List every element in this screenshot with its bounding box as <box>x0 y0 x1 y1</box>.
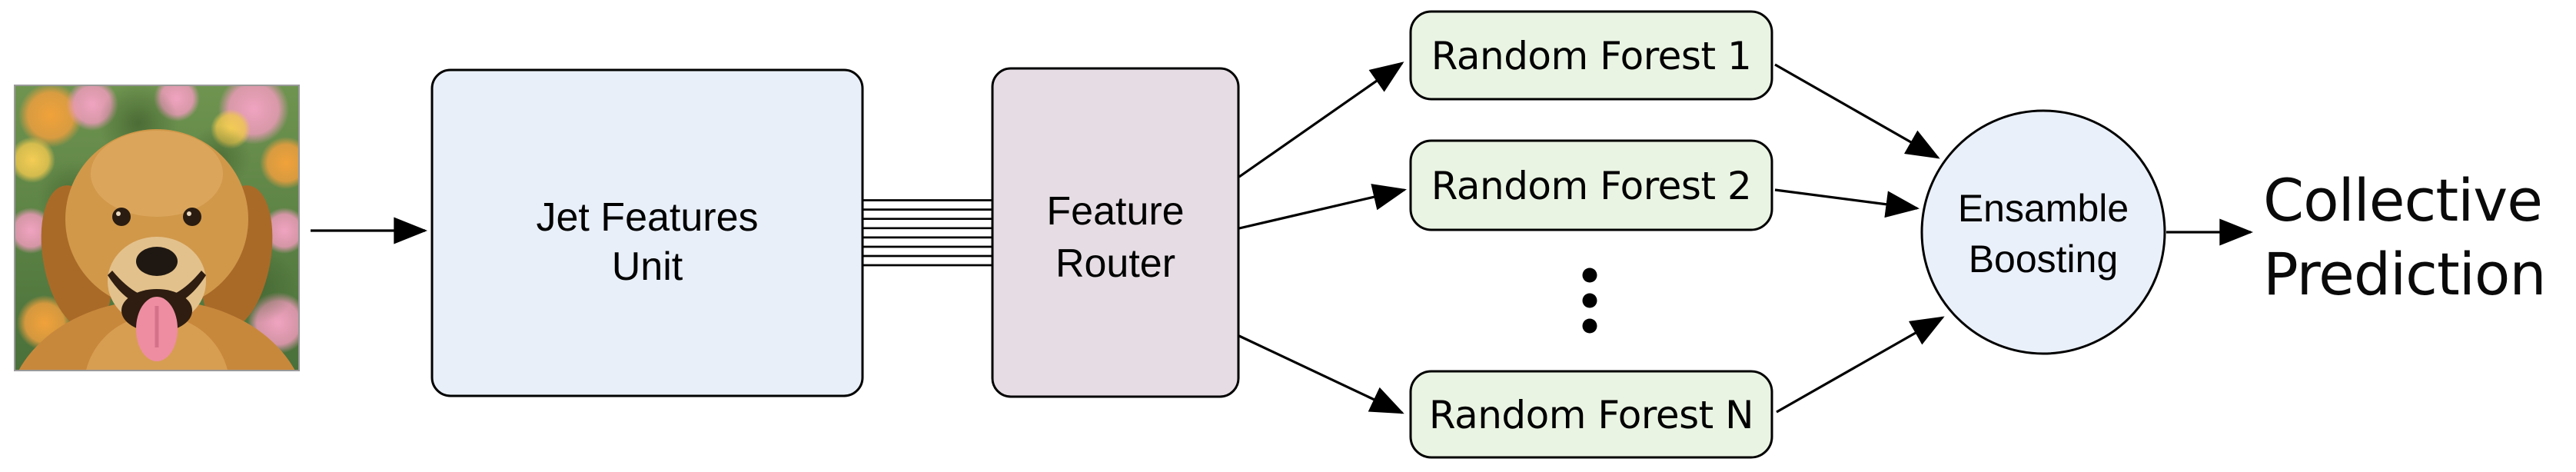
arrow-forest1-to-ensemble <box>1774 63 1940 159</box>
vertical-ellipsis-icon <box>1582 268 1597 334</box>
feature-router-label-line1: Feature <box>1046 189 1184 234</box>
node-feature-router: Feature Router <box>991 67 1240 398</box>
jet-features-label-line1: Jet Features <box>536 195 758 240</box>
output-collective-prediction: Collective Prediction <box>2263 166 2547 308</box>
feature-bus-lines <box>862 199 994 267</box>
node-random-forest-N: Random Forest N <box>1409 370 1773 459</box>
output-label-line1: Collective <box>2263 166 2542 234</box>
jet-features-box <box>430 68 864 397</box>
arrow-forest2-to-ensemble <box>1774 188 1920 218</box>
arrow-router-to-forest1 <box>1238 61 1404 178</box>
random-forest-N-box <box>1409 370 1773 459</box>
arrow-router-to-forest2 <box>1238 184 1407 230</box>
output-label-line2: Prediction <box>2263 240 2546 308</box>
arrow-router-to-forestN <box>1238 334 1404 414</box>
dog <box>18 129 296 371</box>
ensemble-boosting-label-line2: Boosting <box>1969 238 2119 281</box>
feature-router-label-line2: Router <box>1055 241 1175 286</box>
feature-router-box <box>991 67 1240 398</box>
input-dog-photo <box>14 85 300 371</box>
node-random-forest-1: Random Forest 1 <box>1409 10 1773 101</box>
ensemble-boosting-label-line1: Ensamble <box>1958 187 2129 230</box>
node-ensemble-boosting: Ensamble Boosting <box>1920 109 2166 355</box>
random-forest-1-box <box>1409 10 1773 101</box>
node-random-forest-2: Random Forest 2 <box>1409 139 1773 231</box>
ensemble-boosting-circle <box>1920 109 2166 355</box>
random-forest-N-label: Random Forest N <box>1429 393 1753 437</box>
node-jet-features-unit: Jet Features Unit <box>430 68 864 397</box>
random-forest-2-box <box>1409 139 1773 231</box>
jet-features-label-line2: Unit <box>612 244 683 289</box>
arrow-forestN-to-ensemble <box>1776 316 1945 414</box>
random-forest-1-label: Random Forest 1 <box>1431 34 1752 78</box>
random-forest-2-label: Random Forest 2 <box>1431 164 1752 208</box>
